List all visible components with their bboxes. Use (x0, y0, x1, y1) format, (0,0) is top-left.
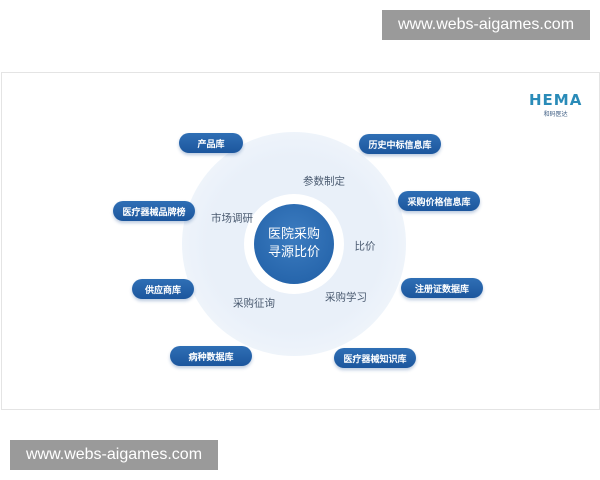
pill-product-db[interactable]: 产品库 (179, 133, 243, 153)
pill-price-db[interactable]: 采购价格信息库 (398, 191, 480, 211)
ring-label: 采购征询 (233, 297, 275, 310)
hema-logo: HEMA 和码医达 (529, 91, 582, 118)
pill-device-knowledge-db[interactable]: 医疗器械知识库 (334, 348, 416, 368)
watermark-top: www.webs-aigames.com (382, 10, 590, 40)
ring-label: 采购学习 (325, 291, 367, 304)
center-circle: 医院采购 寻源比价 (254, 204, 334, 284)
center-title-line1: 医院采购 (267, 227, 320, 242)
pill-disease-db[interactable]: 病种数据库 (170, 346, 252, 366)
logo-subtitle: 和码医达 (543, 111, 568, 118)
ring-label: 比价 (354, 240, 376, 253)
watermark-bottom: www.webs-aigames.com (10, 440, 218, 470)
logo-name: HEMA (529, 91, 583, 109)
center-title-line2: 寻源比价 (267, 245, 320, 260)
pill-supplier-db[interactable]: 供应商库 (132, 279, 194, 299)
ring-label: 参数制定 (303, 175, 345, 188)
ring-label: 市场调研 (211, 212, 253, 225)
pill-history-bid-db[interactable]: 历史中标信息库 (359, 134, 441, 154)
pill-registration-db[interactable]: 注册证数据库 (401, 278, 483, 298)
pill-device-brand-rank[interactable]: 医疗器械品牌榜 (113, 201, 195, 221)
diagram-frame: HEMA 和码医达 医院采购 寻源比价 参数制定 市场调研 比价 采购征询 采购… (1, 72, 600, 410)
